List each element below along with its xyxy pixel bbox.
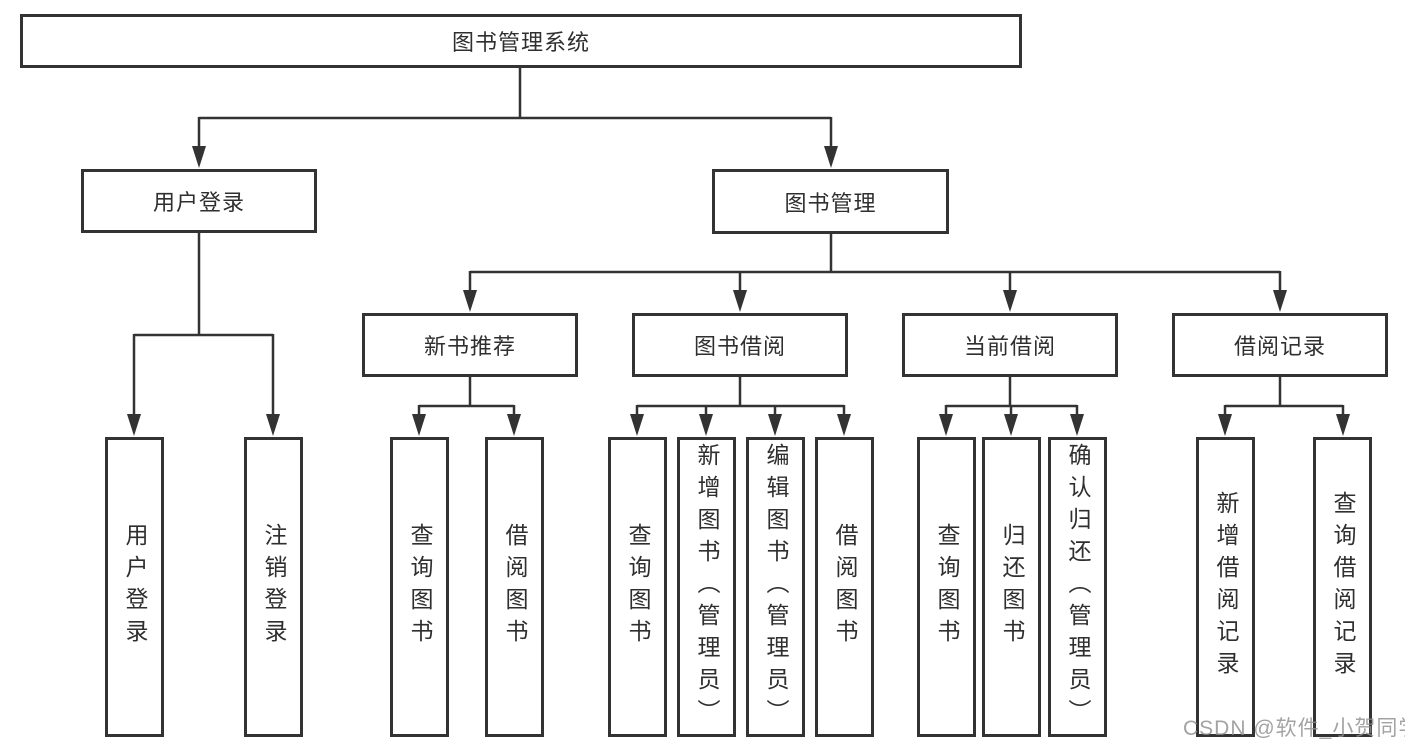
leaf-query-books-1-label: 查询图书 (407, 523, 433, 651)
leaf-query-books-3-label: 查询图书 (934, 523, 960, 651)
node-user-login: 用户登录 (81, 169, 317, 233)
leaf-logout-label: 注销登录 (261, 523, 287, 651)
leaf-add-borrow-record-label: 新增借阅记录 (1213, 491, 1239, 683)
arrowheads-user-login (127, 414, 280, 436)
node-new-book-recommendation: 新书推荐 (362, 313, 578, 377)
leaf-query-books-1: 查询图书 (390, 437, 449, 737)
branch-new-book-rec (417, 377, 516, 418)
node-root-library-system: 图书管理系统 (20, 14, 1022, 68)
csdn-watermark: CSDN @软件_小贺同学 (1183, 717, 1405, 740)
branch-book-management (468, 234, 1282, 294)
leaf-add-books-admin: 新增图书（管理员） (677, 437, 736, 737)
leaf-borrow-books-1-label: 借阅图书 (502, 523, 528, 651)
leaf-logout: 注销登录 (244, 437, 303, 737)
branch-borrow-records (1223, 377, 1345, 418)
leaf-edit-books-admin-label: 编辑图书（管理员） (763, 443, 789, 731)
node-book-borrowing: 图书借阅 (632, 313, 848, 377)
branch-root-to-level2 (197, 68, 833, 150)
leaf-return-books: 归还图书 (982, 437, 1041, 737)
branch-current-borrow (944, 377, 1079, 418)
node-borrowing-records: 借阅记录 (1172, 313, 1388, 377)
leaf-return-books-label: 归还图书 (999, 523, 1025, 651)
leaf-borrow-books-2-label: 借阅图书 (832, 523, 858, 651)
leaf-query-borrow-record: 查询借阅记录 (1313, 437, 1372, 737)
leaf-user-login-label: 用户登录 (122, 523, 148, 651)
leaf-query-books-3: 查询图书 (917, 437, 976, 737)
branch-book-borrow (635, 377, 846, 418)
arrowheads-book-management (463, 290, 1287, 312)
arrowheads-leaves (412, 414, 1350, 436)
leaf-edit-books-admin: 编辑图书（管理员） (746, 437, 805, 737)
leaf-query-borrow-record-label: 查询借阅记录 (1330, 491, 1356, 683)
leaf-confirm-return-admin: 确认归还（管理员） (1048, 437, 1107, 737)
branch-user-login (132, 232, 275, 418)
leaf-add-borrow-record: 新增借阅记录 (1196, 437, 1255, 737)
leaf-confirm-return-admin-label: 确认归还（管理员） (1065, 443, 1091, 731)
leaf-borrow-books-1: 借阅图书 (485, 437, 544, 737)
leaf-add-books-admin-label: 新增图书（管理员） (694, 443, 720, 731)
leaf-query-books-2-label: 查询图书 (625, 523, 651, 651)
leaf-borrow-books-2: 借阅图书 (815, 437, 874, 737)
leaf-user-login: 用户登录 (105, 437, 164, 737)
node-book-management: 图书管理 (712, 169, 949, 234)
arrowheads-level2 (192, 146, 838, 168)
leaf-query-books-2: 查询图书 (608, 437, 667, 737)
node-current-borrowing: 当前借阅 (902, 313, 1118, 377)
